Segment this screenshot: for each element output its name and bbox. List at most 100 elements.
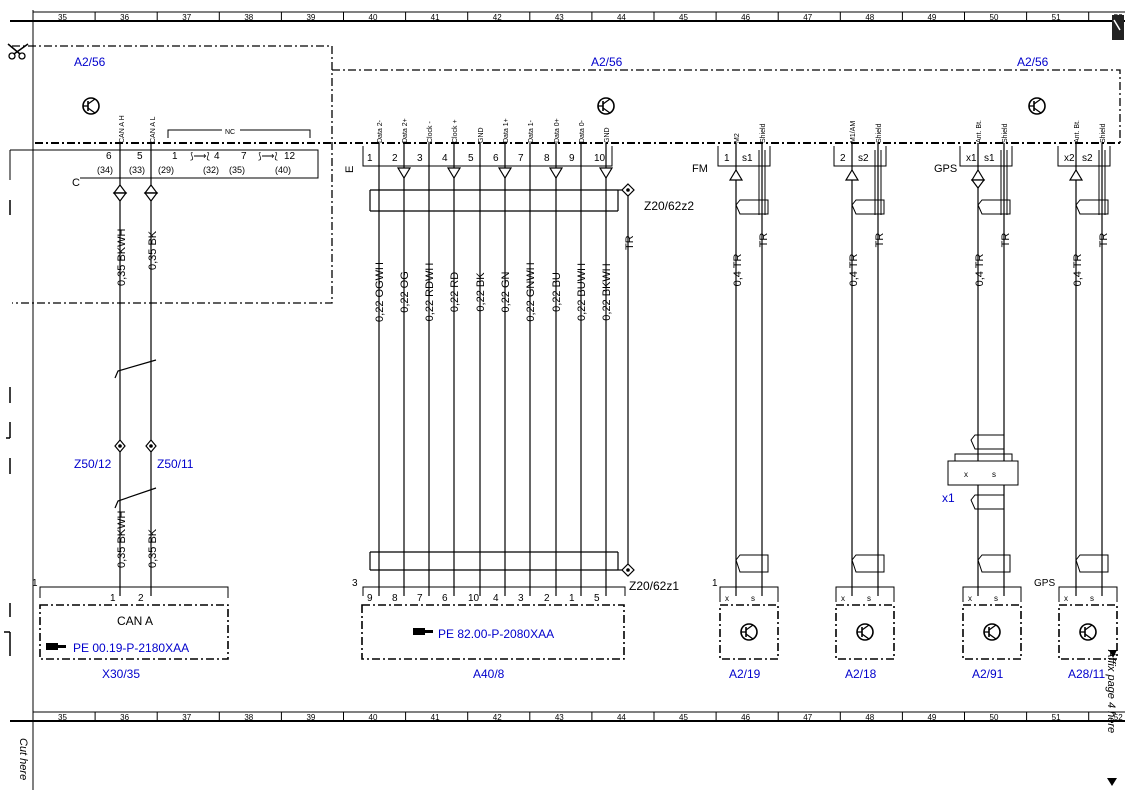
x1-coupler: x s x1 — [942, 453, 1019, 505]
left-subpin-35: (35) — [229, 165, 245, 175]
wire-left-2: 0,35 BK — [147, 230, 159, 270]
center-connector: E — [344, 146, 613, 173]
column-number: 39 — [306, 13, 315, 22]
transistor-icon — [1028, 97, 1046, 115]
triangle-marker-icon — [1109, 650, 1117, 658]
center-bottom-pin: 9 — [367, 593, 373, 604]
svg-text:s: s — [1090, 594, 1094, 603]
svg-text:M1/AM: M1/AM — [850, 121, 857, 143]
device-ref-center[interactable]: PE 82.00-P-2080XAA — [438, 627, 554, 641]
svg-text:x: x — [1064, 594, 1068, 603]
column-number: 50 — [990, 713, 999, 722]
svg-text:1: 1 — [724, 153, 730, 164]
column-number: 41 — [431, 13, 440, 22]
left-pin-7: 7 — [241, 151, 247, 162]
center-wire-label: 0,22 OGWH — [374, 262, 386, 322]
device-ref-left[interactable]: PE 00.19-P-2180XAA — [73, 641, 189, 655]
column-number: 47 — [803, 713, 812, 722]
svg-text:x: x — [968, 594, 972, 603]
antenna-wire-label: 0,4 TR — [848, 254, 860, 287]
center-pin-label: GND — [604, 127, 611, 143]
column-number: 49 — [927, 13, 936, 22]
bottom-pin-1: 1 — [110, 593, 116, 604]
svg-text:s: s — [751, 594, 755, 603]
column-number: 40 — [369, 713, 378, 722]
column-number: 43 — [555, 713, 564, 722]
left-subpin-34: (34) — [97, 165, 113, 175]
column-number: 50 — [990, 13, 999, 22]
transistor-icon — [82, 97, 100, 115]
antenna-group-label: FM — [692, 163, 708, 175]
center-pin-9: 9 — [569, 153, 575, 164]
affix-text: Affix page 4 here — [1105, 649, 1117, 733]
reference-hand-icon — [46, 643, 66, 650]
svg-text:3: 3 — [352, 578, 358, 589]
column-number: 36 — [120, 13, 129, 22]
column-number: 49 — [927, 713, 936, 722]
antenna-wire-label: 0,4 TR — [974, 254, 986, 287]
left-pin-6: 6 — [106, 151, 112, 162]
wire-left-lower-1: 0,35 BKWH — [116, 510, 128, 568]
svg-text:x: x — [841, 594, 845, 603]
column-number: 36 — [120, 713, 129, 722]
antenna-wire-label: 0,4 TR — [1072, 254, 1084, 287]
center-bottom-pin: 7 — [417, 593, 423, 604]
antenna-shield-label: TR — [874, 233, 886, 248]
antenna-shield-label: TR — [1098, 233, 1110, 248]
module-label-right: A2/56 — [1017, 55, 1049, 69]
pin-label-can-a-h: CAN A H — [119, 115, 126, 143]
svg-text:x1: x1 — [942, 491, 955, 505]
transistor-icon — [740, 623, 758, 641]
left-subpin-33: (33) — [129, 165, 145, 175]
nc-label: NC — [225, 129, 235, 136]
scissors-icon — [7, 43, 29, 60]
junction-z20-62z1 — [621, 563, 635, 577]
svg-text:Ant. Bt.: Ant. Bt. — [976, 120, 983, 143]
left-pin-1: 1 — [172, 151, 178, 162]
column-number: 46 — [741, 13, 750, 22]
center-pin-label: Data 2- — [377, 119, 384, 143]
center-wire-label: 0,22 RD — [449, 272, 461, 312]
column-number: 40 — [369, 13, 378, 22]
column-number: 35 — [58, 713, 67, 722]
center-pin-label: Data 2+ — [402, 118, 409, 143]
connector-letter-e: E — [344, 166, 356, 173]
center-bottom-pin: 1 — [569, 593, 575, 604]
center-wire-label: 0,22 BK — [475, 272, 487, 312]
bottom-pin-2: 2 — [138, 593, 144, 604]
svg-text:s1: s1 — [984, 153, 995, 164]
transistor-icon — [983, 623, 1001, 641]
column-number: 43 — [555, 13, 564, 22]
svg-text:⟆⟶⟅: ⟆⟶⟅ — [190, 151, 210, 161]
device-id: A28/11 — [1068, 667, 1105, 681]
svg-text:1: 1 — [712, 578, 718, 589]
device-id: A2/91 — [972, 667, 1004, 681]
transistor-icon — [856, 623, 874, 641]
transistor-icon — [1079, 623, 1097, 641]
column-number: 47 — [803, 13, 812, 22]
column-number: 38 — [244, 713, 253, 722]
cut-here-text: Cut here — [17, 738, 29, 780]
column-number: 42 — [493, 713, 502, 722]
center-wire-label: 0,22 OG — [399, 271, 411, 313]
center-pin-5: 5 — [468, 153, 474, 164]
svg-text:s: s — [992, 470, 996, 479]
center-pin-label: GND — [478, 127, 485, 143]
junction-label-z20-62z1: Z20/62z1 — [629, 579, 679, 593]
center-bottom-pin: 3 — [518, 593, 524, 604]
svg-text:x1: x1 — [966, 153, 977, 164]
device-id: A2/18 — [845, 667, 877, 681]
center-pin-3: 3 — [417, 153, 423, 164]
center-pin-label: Data 0- — [579, 119, 586, 143]
device-id-a40-8: A40/8 — [473, 667, 505, 681]
center-bottom-pin: 2 — [544, 593, 550, 604]
center-pin-4: 4 — [442, 153, 448, 164]
svg-text:⟆⟶⟅: ⟆⟶⟅ — [258, 151, 278, 161]
shield-wire-label: TR — [624, 235, 636, 250]
left-pin-12: 12 — [284, 151, 296, 162]
center-bottom-pin: 10 — [468, 593, 480, 604]
